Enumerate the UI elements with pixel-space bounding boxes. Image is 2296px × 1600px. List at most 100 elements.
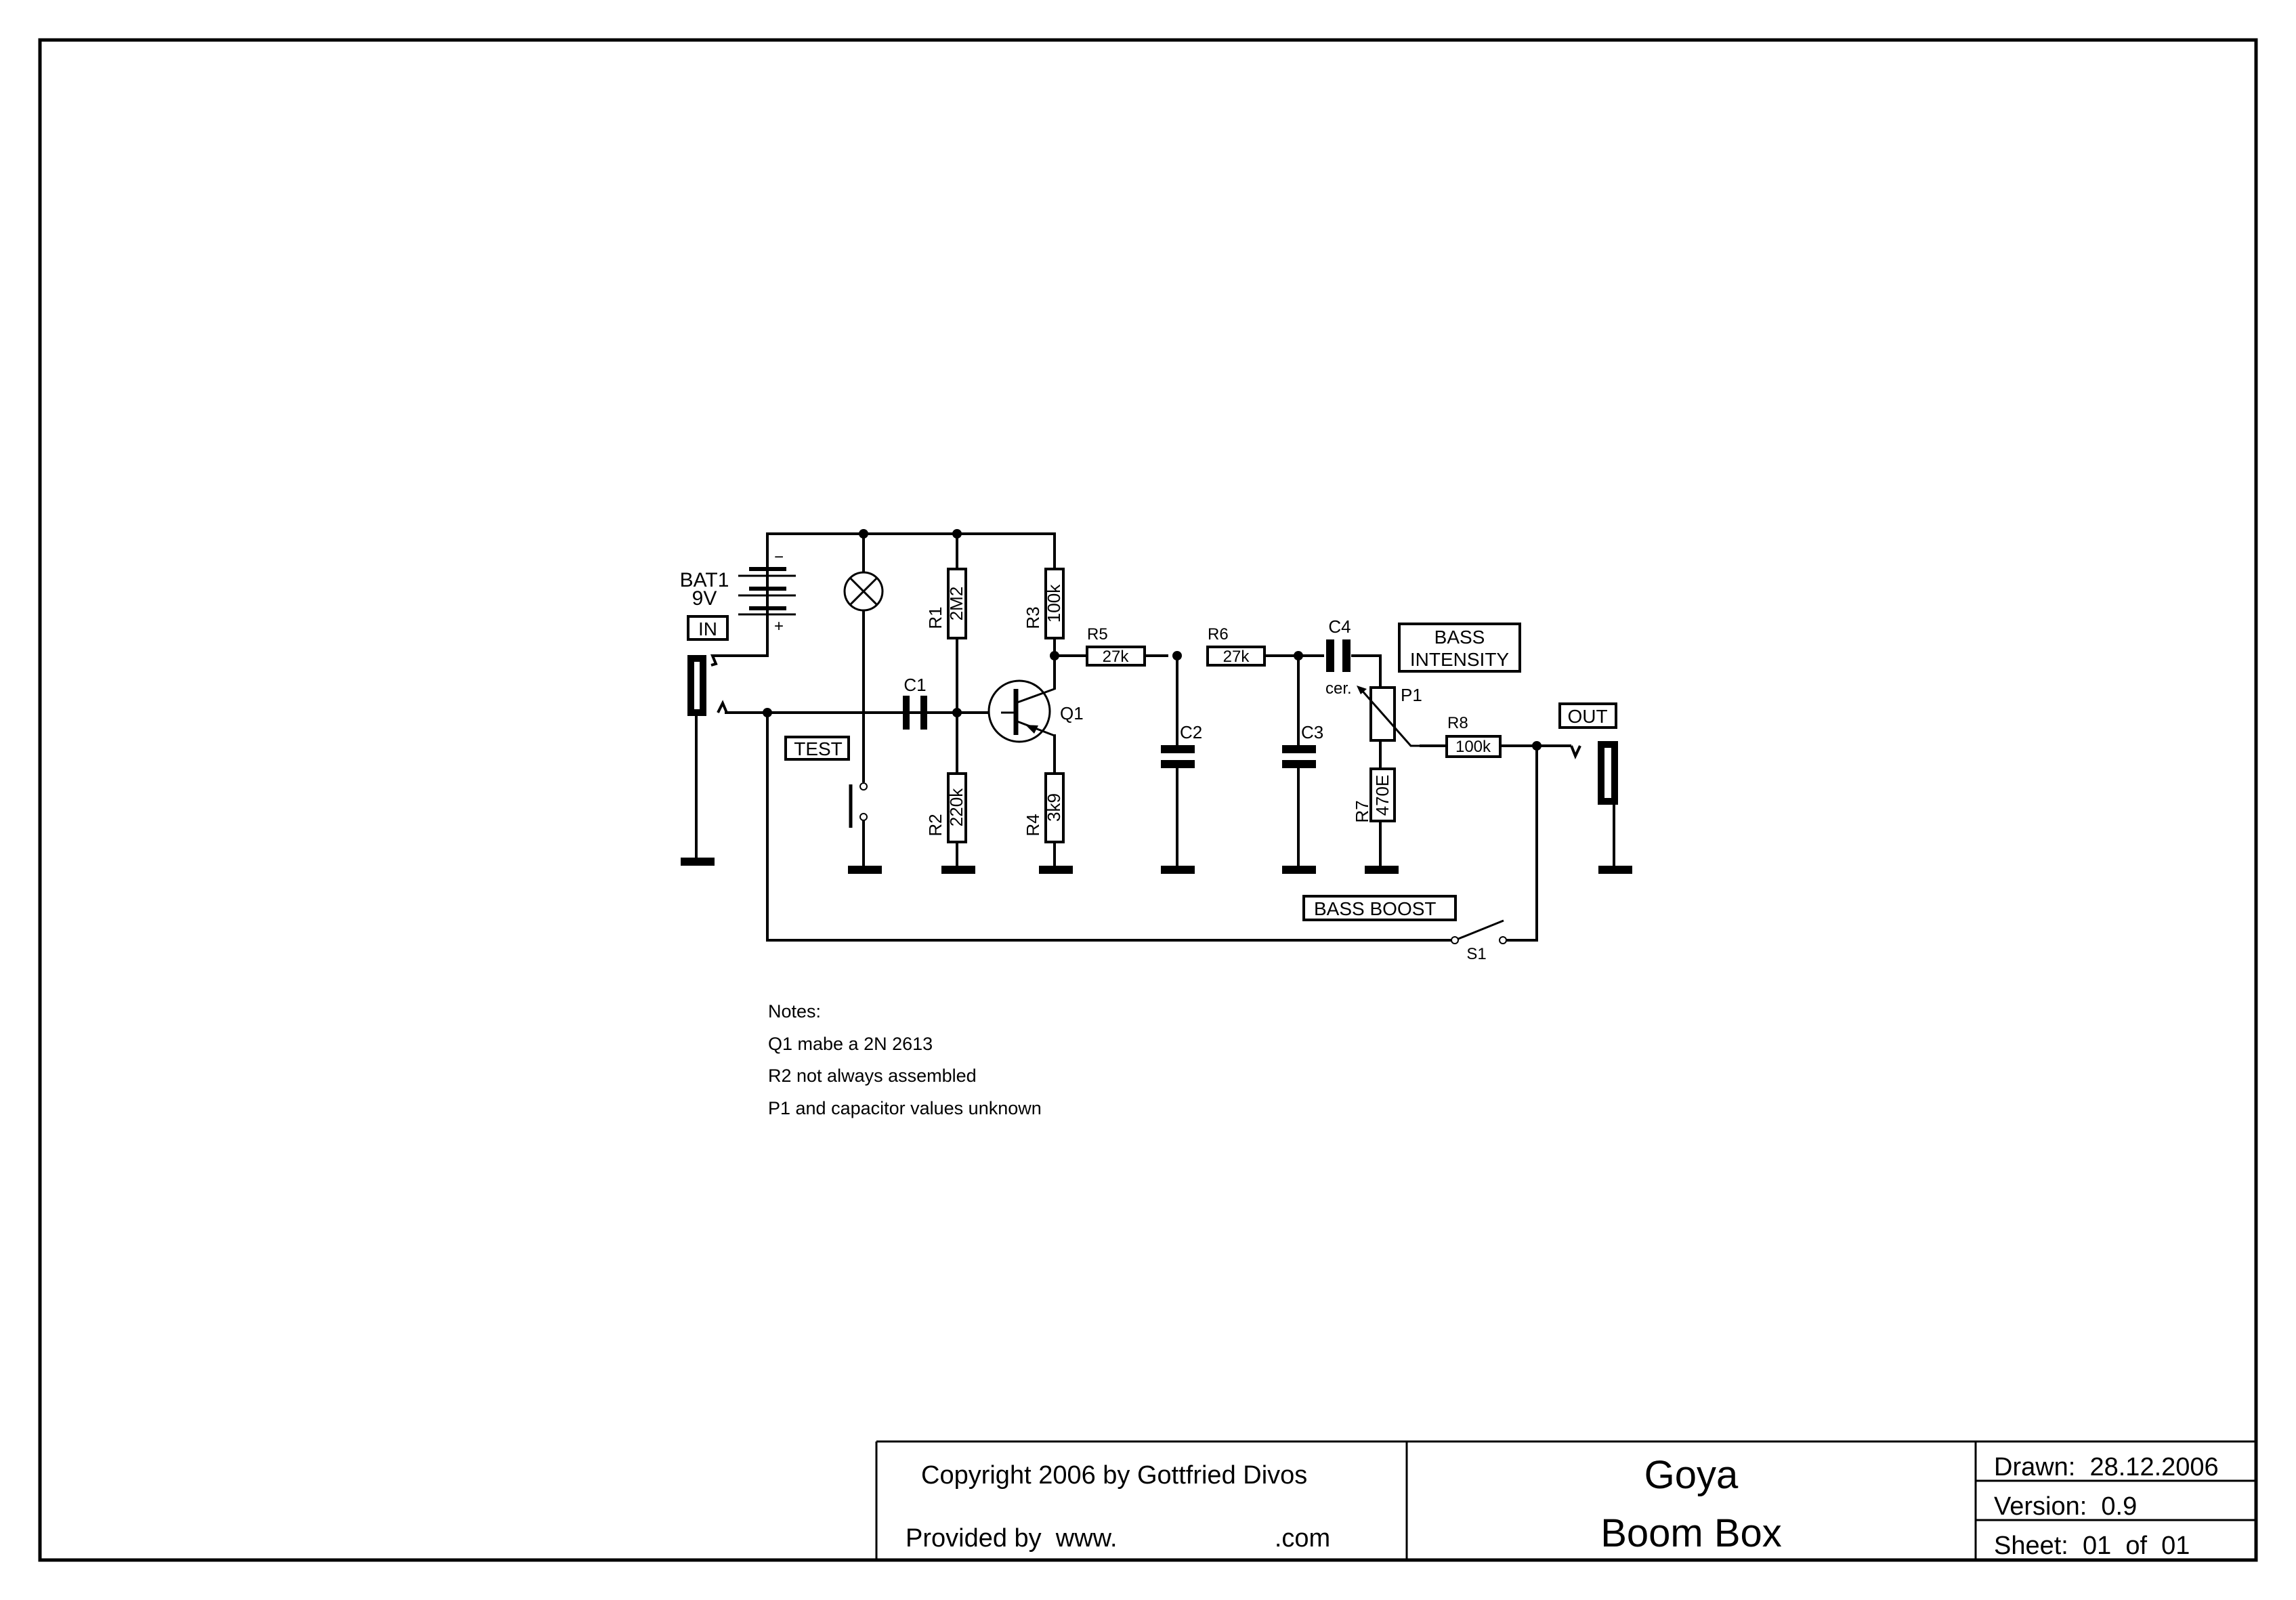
battery-plus-wire [718,612,769,657]
resistor-icon [1206,646,1266,667]
capacitor-icon [1161,745,1195,753]
in-jack-icon [687,655,706,716]
r5-ref-label: R5 [1087,625,1108,644]
q1-label: Q1 [1060,703,1084,723]
resistor-icon [947,772,967,843]
battery-bat1: − + BAT1 9V [680,548,796,635]
out-jack-contact [1570,745,1581,760]
test-switch: TEST [784,736,868,828]
resistor-r3: 100k R3 [1023,568,1065,639]
resistor-icon [1086,646,1146,667]
junction-dot [952,529,962,539]
c4-label: C4 [1328,616,1351,637]
out-jack-label: OUT [1567,706,1607,727]
bass-boost-switch: BASS BOOST S1 [1302,895,1507,963]
capacitor-icon [1326,639,1334,672]
junction-dot [1532,741,1542,751]
capacitor-c4: C4 cer. [1325,616,1352,698]
junctions [763,529,1542,751]
ground-icon [848,866,882,874]
resistor-r7: 470E R7 [1352,767,1396,823]
title-block [875,1440,2256,1560]
battery-plate-icon [749,567,786,571]
r7-value-label: 470E [1372,775,1393,816]
r7-ref-label: R7 [1352,800,1372,822]
bass-boost-label-box [1302,895,1457,921]
bass-intensity-line1: BASS [1434,627,1485,648]
ground-icon [681,858,715,866]
junction-dot [859,529,868,539]
r3-ref-label: R3 [1023,606,1043,629]
bat1-ref-label: BAT1 [680,569,729,591]
capacitor-c2: C2 [1161,722,1202,768]
transistor-icon [987,679,1051,743]
out-jack: OUT [1558,702,1618,805]
note-line: P1 and capacitor values unknown [768,1098,1042,1118]
ground-symbols [681,858,1632,874]
note-line: R2 not always assembled [768,1066,977,1086]
resistor-icon [1044,568,1065,639]
c2-label: C2 [1180,722,1202,742]
capacitor-c3: C3 [1282,722,1323,768]
ground-icon [1039,866,1073,874]
notes: Notes: Q1 mabe a 2N 2613 R2 not always a… [768,1001,1042,1118]
r8-ref-label: R8 [1447,714,1468,732]
resistor-r6: 27k R6 [1206,625,1266,667]
c4-type-label: cer. [1325,679,1352,698]
capacitor-icon [903,696,910,730]
r2-ref-label: R2 [925,814,945,836]
resistor-r1: 2M2 R1 [925,568,967,639]
junction-dot [763,708,772,717]
resistor-icon [947,568,967,639]
bypass-wire-left [766,713,1451,942]
r4-value-label: 3k9 [1044,793,1064,822]
in-jack: IN [687,615,729,716]
test-label-box [784,736,850,761]
r3-value-label: 100k [1044,584,1064,623]
bass-intensity-label: BASS INTENSITY [1398,623,1521,673]
r5-value-label: 27k [1103,648,1130,666]
bass-boost-label: BASS BOOST [1314,898,1437,919]
r2-value-label: 220k [946,788,966,826]
r1-ref-label: R1 [925,606,945,629]
p1-label: P1 [1401,685,1422,705]
copyright-text: Copyright 2006 by Gottfried Divos [921,1461,1307,1490]
resistor-icon [1445,735,1502,758]
bat1-value-label: 9V [692,587,717,610]
resistor-r5: 27k R5 [1086,625,1146,667]
out-label-box [1558,702,1617,729]
page-border [38,38,2258,1562]
resistor-icon [1369,767,1396,822]
top-rail-wire [766,532,1056,571]
battery-minus-sign: − [774,548,784,566]
sheet-number: Sheet: 01 of 01 [1994,1532,2190,1560]
switch-contact-icon [1499,936,1507,944]
battery-plus-sign: + [774,617,784,635]
out-jack-icon [1598,741,1618,805]
junction-dot [952,708,962,717]
capacitor-icon [1282,745,1316,753]
bypass-wire-right [1506,746,1538,942]
c1-label: C1 [903,675,926,695]
r8-value-label: 100k [1455,738,1491,756]
note-line: Q1 mabe a 2N 2613 [768,1034,933,1054]
in-jack-switch-contact [710,654,718,667]
s1-label: S1 [1466,945,1486,963]
wires [695,532,1615,942]
switch-contact-icon [1451,936,1459,944]
provided-by-text: Provided by www. .com [906,1524,1330,1553]
junction-dot [1294,651,1303,660]
resistor-r4: 3k9 R4 [1023,772,1065,843]
c4-p1-wire [1351,654,1382,688]
drawing-title-line2: Boom Box [1600,1511,1782,1555]
drawn-date: Drawn: 28.12.2006 [1994,1453,2219,1481]
ground-icon [1161,866,1195,874]
drawing-title-line1: Goya [1644,1453,1739,1497]
version: Version: 0.9 [1994,1492,2137,1521]
r6-value-label: 27k [1223,648,1250,666]
ground-icon [1598,866,1632,874]
resistor-r8: 100k R8 [1445,714,1502,758]
ground-icon [941,866,975,874]
transistor-q1: Q1 [987,679,1084,743]
